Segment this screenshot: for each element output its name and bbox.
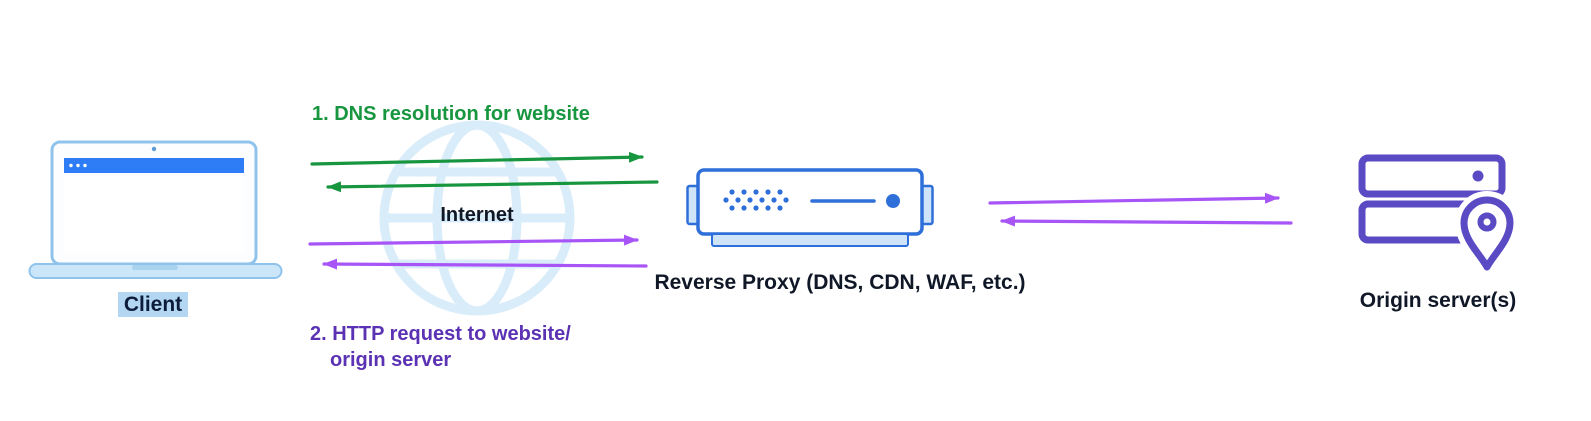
http-arrow-left [322,258,648,270]
proxy-appliance-icon [686,168,934,247]
browser-bar [64,158,244,173]
server-led-dot [1472,170,1484,182]
laptop-icon [28,140,283,279]
server-stack-pin-icon [1358,154,1519,274]
flow-dns-label: 1. DNS resolution for website [312,103,590,125]
flow-dns-arrows [310,151,659,193]
dns-arrow-right [310,151,644,166]
indicator-dots [723,189,789,211]
flow-http-label-line1: 2. HTTP request to website/ [310,323,571,345]
flow-http-label-line2: origin server [330,349,452,371]
flow-http-arrows [308,234,648,270]
laptop-base [28,263,283,279]
proxy-power-dot [886,194,900,208]
client-label: Client [63,292,243,317]
laptop-camera-dot [151,146,157,152]
server-top [1358,154,1506,198]
dns-arrow-left [326,180,659,193]
laptop-base-notch [132,265,178,270]
origin-server-label: Origin server(s) [1359,289,1517,312]
location-pin-icon [1460,196,1514,271]
flow-proxy-origin-arrows [988,192,1293,227]
http-arrow-right [308,234,639,246]
client-label-highlight: Client [117,292,189,317]
internet-label: Internet [440,204,514,226]
proxy-origin-arrow-left [1000,215,1293,227]
proxy-origin-arrow-right [988,192,1280,205]
flow-http-label: 2. HTTP request to website/ origin serve… [310,321,571,373]
proxy-tray [711,233,909,247]
pin-center-dot [1477,212,1497,232]
reverse-proxy-label: Reverse Proxy (DNS, CDN, WAF, etc.) [654,271,1026,294]
